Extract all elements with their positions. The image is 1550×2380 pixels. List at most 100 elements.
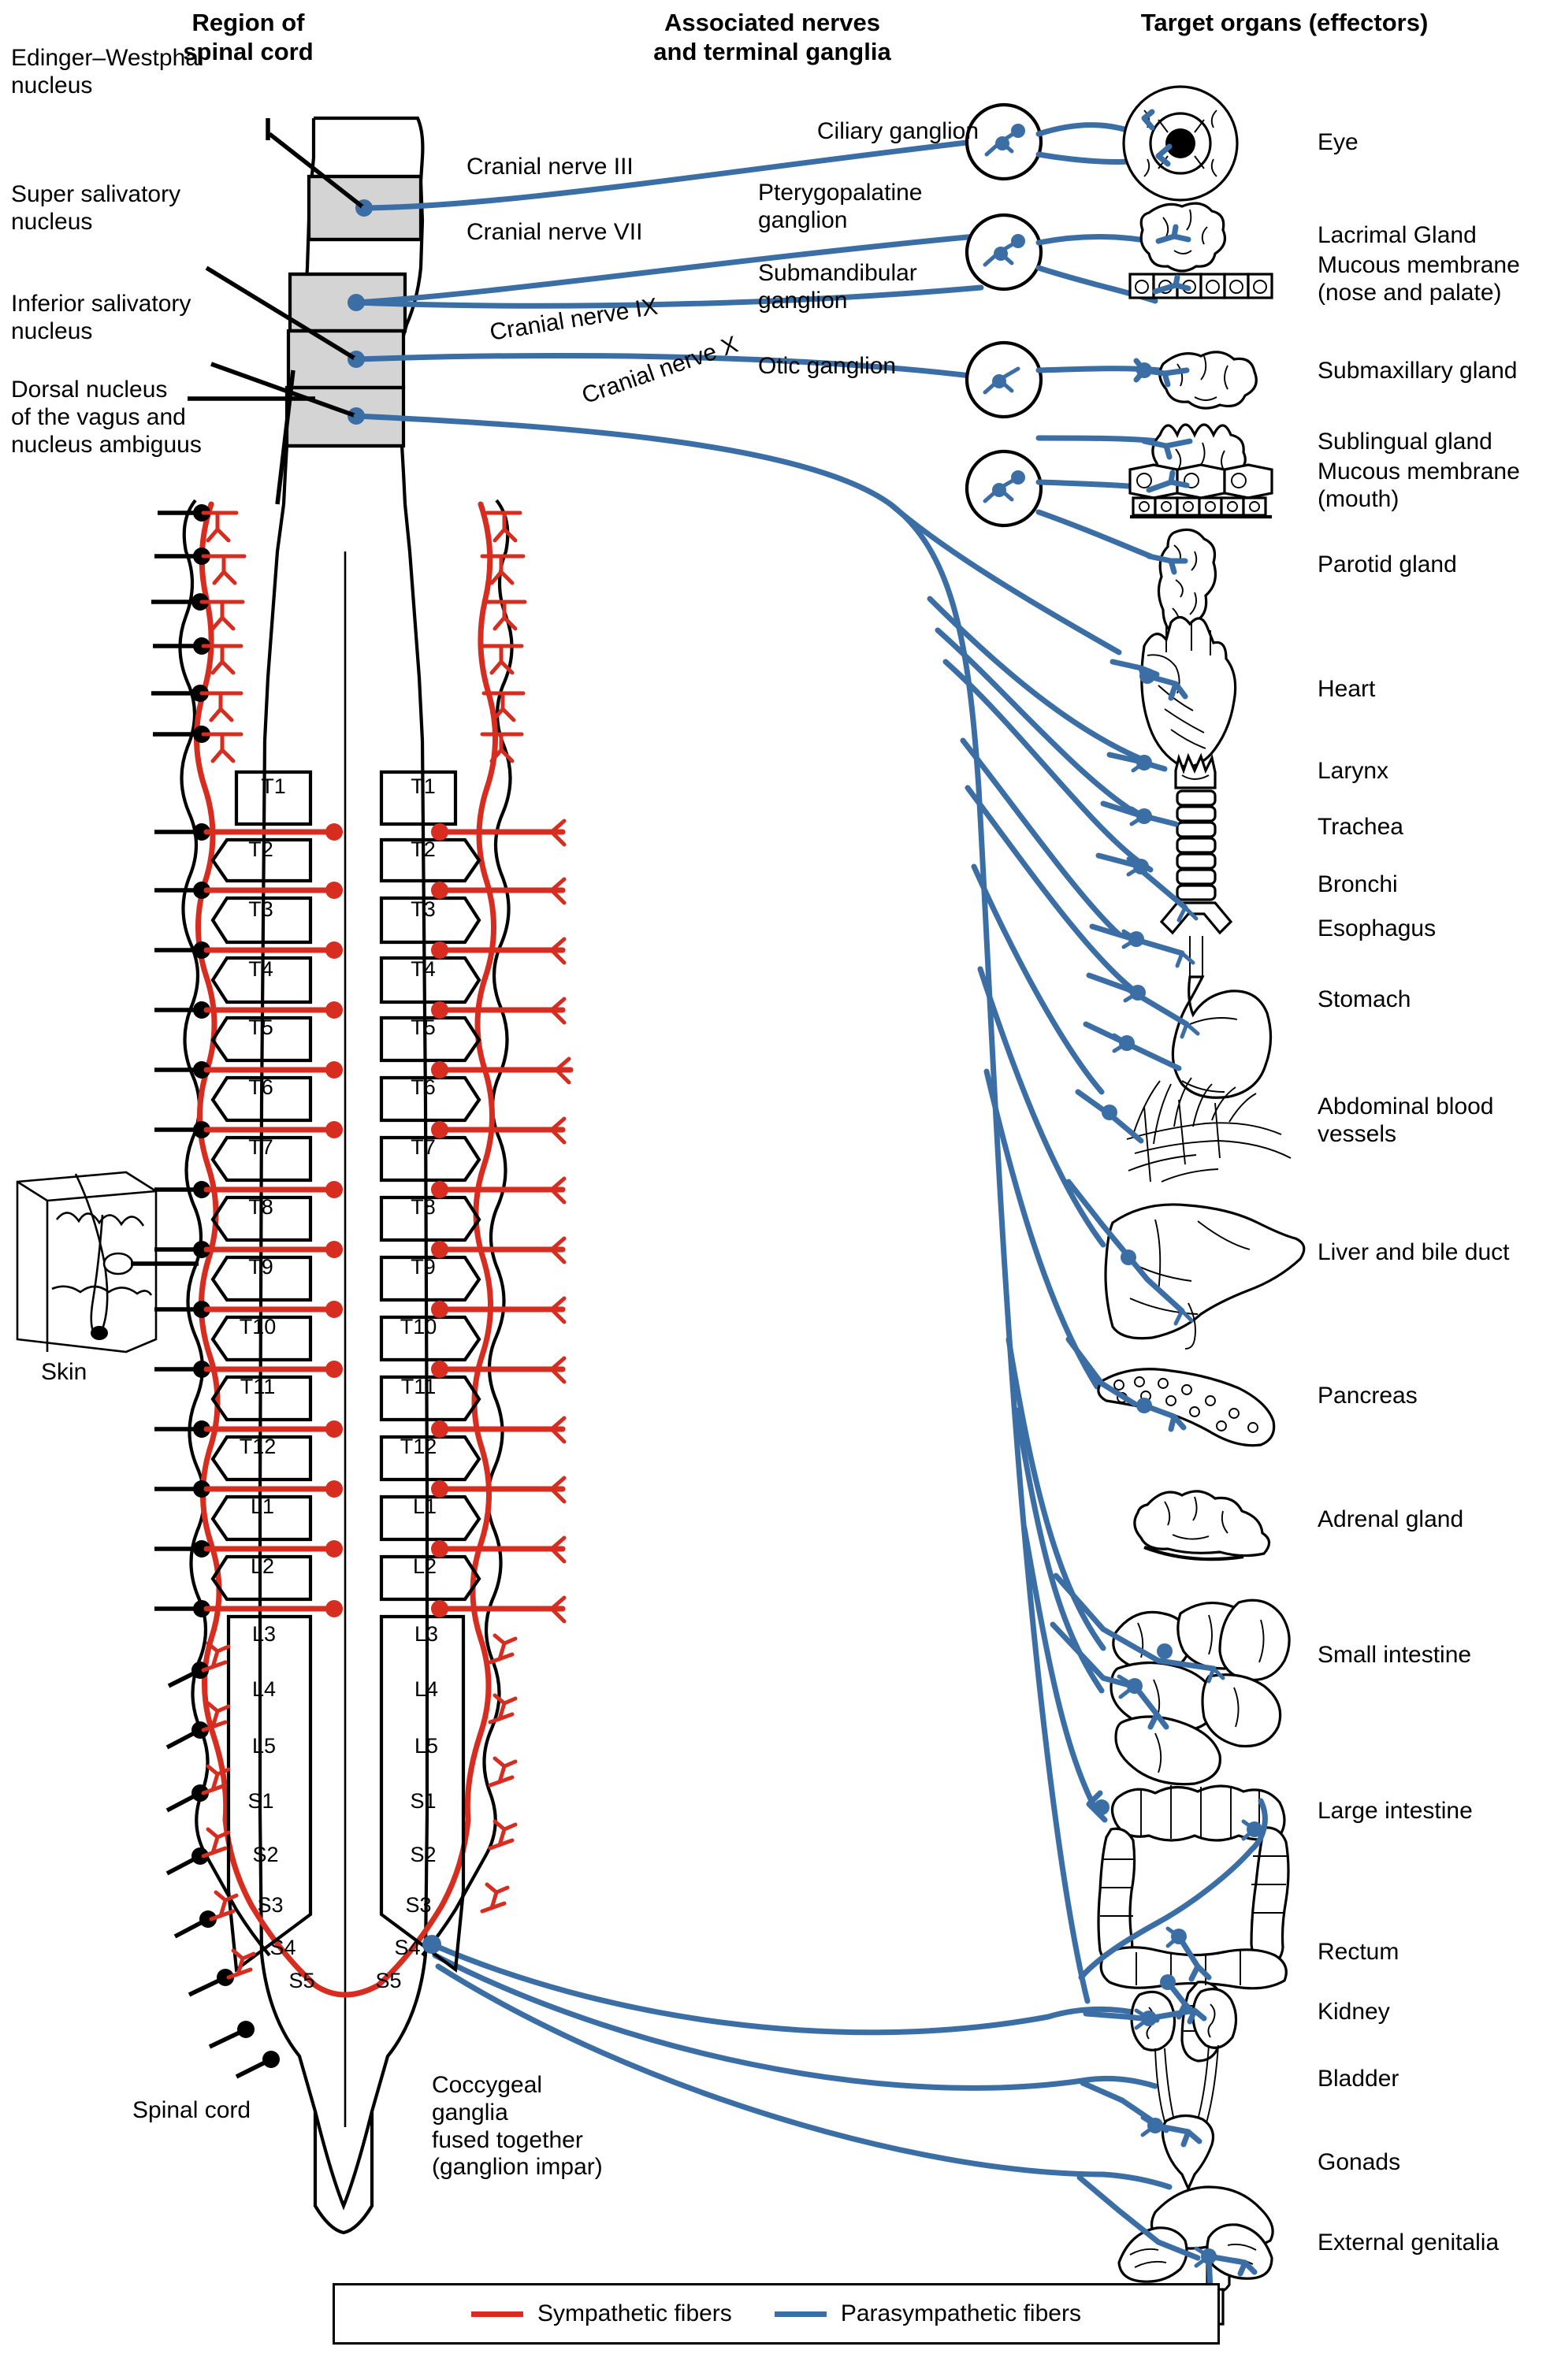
label-cranial-nerve-iii: Cranial nerve III: [466, 154, 634, 180]
spinal-segment-label-right-l5: L5: [414, 1734, 439, 1758]
spinal-segment-label-right-t8: T8: [411, 1195, 436, 1219]
eye-illustration: [1122, 85, 1239, 202]
spinal-segment-label-right-t3: T3: [411, 897, 436, 921]
nucleus-dot-ssn: [348, 294, 365, 311]
label-skin: Skin: [41, 1359, 87, 1385]
target-organ-label: Stomach: [1318, 986, 1411, 1012]
liver-illustration: [1065, 1179, 1306, 1350]
spinal-segment-label-left-l2: L2: [250, 1554, 275, 1578]
small-intestine-illustration: [1050, 1572, 1291, 1786]
spinal-segment-label-left-s1: S1: [247, 1789, 274, 1813]
target-organ-label: External genitalia: [1318, 2230, 1500, 2256]
target-organ-label: Bladder: [1318, 2066, 1399, 2092]
spinal-segment-label-left-t10: T10: [239, 1315, 277, 1339]
target-organ-label: Esophagus: [1318, 915, 1437, 941]
spinal-segment-label-right-t9: T9: [411, 1255, 436, 1279]
target-organ-label: Submaxillary gland: [1318, 358, 1518, 384]
spinal-segment-label-left-t5: T5: [248, 1015, 273, 1039]
spinal-segment-label-right-l1: L1: [412, 1494, 437, 1518]
spinal-segment-label-right-t11: T11: [400, 1375, 437, 1398]
large-intestine-illustration: [1078, 1784, 1290, 2063]
spinal-segment-label-left-l1: L1: [250, 1494, 275, 1518]
spinal-segment-label-left-t4: T4: [248, 957, 273, 981]
spinal-segment-label-left-l4: L4: [251, 1677, 277, 1701]
target-organ-label: Large intestine: [1318, 1798, 1473, 1824]
spinal-segment-label-left-l3: L3: [251, 1622, 277, 1646]
legend-label-parasympathetic: Parasympathetic fibers: [840, 2300, 1081, 2326]
target-organ-label: Gonads: [1318, 2149, 1401, 2175]
nucleus-dot-ew: [355, 199, 373, 217]
spinal-segment-label-left-s3: S3: [257, 1893, 284, 1917]
spinal-segment-label-right-t4: T4: [411, 957, 436, 981]
legend-label-sympathetic: Sympathetic fibers: [537, 2300, 732, 2326]
label-otic-ganglion: Otic ganglion: [758, 353, 897, 379]
spinal-segment-label-right-l4: L4: [414, 1677, 439, 1701]
adrenal-gland-illustration: [1133, 1490, 1271, 1561]
spinal-segment-label-right-s5: S5: [375, 1969, 402, 1992]
legend: Sympathetic fibers Parasympathetic fiber…: [333, 2283, 1220, 2345]
parasympathetic-color-swatch: [774, 2311, 827, 2317]
target-organ-label: Trachea: [1318, 814, 1403, 840]
nucleus-dot-dmn: [348, 407, 365, 425]
target-organ-label: Rectum: [1318, 1939, 1399, 1965]
spinal-segment-label-left-s5: S5: [288, 1969, 315, 1992]
mucous-membrane-mouth-illustration: [1128, 463, 1273, 519]
column-heading-organs: Target organs (effectors): [1140, 9, 1429, 36]
spinal-nerve-rami: [151, 504, 574, 2079]
esophagus-stomach-illustration: [1083, 923, 1273, 1099]
nucleus-dot-isn: [348, 351, 365, 368]
target-organ-label: Larynx: [1318, 758, 1389, 784]
spinal-segment-label-left-t1: T1: [261, 774, 286, 798]
heart-illustration: [1110, 615, 1237, 768]
target-organ-label: Heart: [1318, 676, 1376, 702]
spinal-segment-label-left-t11: T11: [240, 1375, 276, 1398]
cranial-nerve-pathways: [353, 139, 1091, 2004]
spinal-segment-label-right-t2: T2: [411, 837, 436, 861]
spinal-segment-label-right-s3: S3: [405, 1893, 432, 1917]
spinal-segment-label-right-s4: S4: [394, 1936, 421, 1959]
label-ciliary-ganglion: Ciliary ganglion: [816, 118, 979, 144]
spinal-segment-label-right-t1: T1: [411, 774, 436, 798]
submaxillary-gland-illustration: [1133, 351, 1258, 410]
spinal-segment-label-right-l3: L3: [414, 1622, 439, 1646]
mucous-membrane-nose-illustration: [1128, 273, 1273, 299]
spinal-segment-label-right-s2: S2: [410, 1843, 437, 1866]
spinal-segment-label-left-t3: T3: [248, 897, 273, 921]
target-organ-label: Lacrimal Gland: [1318, 222, 1477, 248]
lacrimal-gland-illustration: [1139, 202, 1226, 273]
target-organ-label: Bronchi: [1318, 871, 1398, 897]
spinal-segment-label-left-s4: S4: [269, 1936, 296, 1959]
sympathetic-color-swatch: [471, 2311, 524, 2317]
spinal-segment-label-right-t12: T12: [400, 1435, 437, 1458]
spinal-segment-label-left-l5: L5: [251, 1734, 277, 1758]
sublingual-gland-illustration: [1141, 423, 1247, 485]
larynx-trachea-bronchi-illustration: [1095, 752, 1233, 935]
spinal-segment-label-right-s1: S1: [410, 1789, 437, 1813]
label-cranial-nerve-vii: Cranial nerve VII: [466, 219, 643, 245]
label-cranial-nerve-ix: Cranial nerve IX: [488, 293, 660, 346]
legend-item-parasympathetic: Parasympathetic fibers: [774, 2300, 1081, 2327]
target-organ-label: Sublingual gland: [1318, 429, 1492, 455]
otic-ganglion-circle: [965, 449, 1043, 528]
target-organ-label: Eye: [1318, 129, 1359, 155]
spinal-segment-label-left-t7: T7: [248, 1135, 273, 1159]
target-organ-label: Pancreas: [1318, 1383, 1418, 1409]
spinal-segment-label-right-t10: T10: [400, 1315, 437, 1339]
spinal-segment-label-left-t2: T2: [248, 837, 273, 861]
ganglion-circles: [965, 102, 1043, 528]
label-cranial-nerve-x: Cranial nerve X: [578, 331, 742, 410]
spinal-segment-label-left-s2: S2: [252, 1843, 279, 1866]
spinal-segment-label-right-l2: L2: [412, 1554, 437, 1578]
target-organ-label: Kidney: [1318, 1999, 1390, 2025]
label-spinal-cord: Spinal cord: [132, 2097, 251, 2123]
target-organ-label: Adrenal gland: [1318, 1506, 1464, 1532]
parotid-gland-illustration: [1146, 528, 1217, 639]
